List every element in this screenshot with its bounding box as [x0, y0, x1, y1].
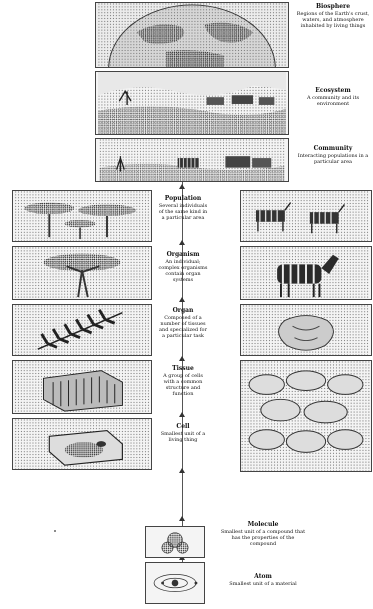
population-trees-panel	[12, 190, 152, 242]
biosphere-title: Biosphere	[294, 4, 372, 10]
acacia-trees-illustration	[13, 191, 151, 241]
arrow-icon	[179, 297, 185, 302]
organism-tree-panel	[12, 246, 152, 300]
molecule-illustration	[146, 527, 204, 557]
plant-tissue-illustration	[13, 361, 151, 413]
biosphere-panel	[95, 2, 289, 68]
atom-label: Atom Smallest unit of a material	[218, 574, 308, 587]
earth-globe-illustration	[96, 3, 288, 67]
stray-mark	[54, 530, 56, 532]
tissue-panel	[12, 360, 152, 414]
population-zebras-panel	[240, 190, 372, 242]
zebra-herd-illustration	[241, 191, 371, 241]
ecosystem-label: Ecosystem A community and its environmen…	[294, 88, 372, 107]
tissue-label: Tissue A group of cells with a common st…	[158, 366, 208, 397]
organ-desc: Composed of a number of tissues and spec…	[158, 315, 208, 339]
organism-label: Organism An individual; complex organism…	[158, 252, 208, 283]
savanna-ecosystem-illustration	[96, 72, 288, 134]
cell-label: Cell Smallest unit of a living thing	[158, 424, 208, 443]
population-label: Population Several individuals of the sa…	[158, 196, 208, 221]
cell-panel	[12, 418, 152, 470]
organ-leaf-panel	[12, 304, 152, 356]
tissue-title: Tissue	[158, 366, 208, 372]
ecosystem-title: Ecosystem	[294, 88, 372, 94]
organism-title: Organism	[158, 252, 208, 258]
cell-title: Cell	[158, 424, 208, 430]
cell-desc: Smallest unit of a living thing	[158, 431, 208, 443]
ecosystem-panel	[95, 71, 289, 135]
zebra-illustration	[241, 247, 371, 299]
arrow-icon	[179, 184, 185, 189]
arrow-icon	[179, 412, 185, 417]
community-label: Community Interacting populations in a p…	[294, 146, 372, 165]
molecule-desc: Smallest unit of a compound that has the…	[218, 529, 308, 547]
ecosystem-desc: A community and its environment	[294, 95, 372, 107]
molecule-title: Molecule	[218, 522, 308, 528]
organ-label: Organ Composed of a number of tissues an…	[158, 308, 208, 339]
biosphere-label: Biosphere Regions of the Earth's crust, …	[294, 4, 372, 29]
savanna-community-illustration	[96, 139, 288, 181]
biosphere-desc: Regions of the Earth's crust, waters, an…	[294, 11, 372, 29]
population-desc: Several individuals of the same kind in …	[158, 203, 208, 221]
arrow-icon	[179, 356, 185, 361]
community-panel	[95, 138, 289, 182]
muscle-tissue-illustration	[241, 361, 371, 471]
atom-panel	[145, 562, 205, 604]
tissue-desc: A group of cells with a common structure…	[158, 373, 208, 397]
atom-illustration	[146, 563, 204, 603]
compound-leaf-illustration	[13, 305, 151, 355]
acacia-tree-illustration	[13, 247, 151, 299]
community-title: Community	[294, 146, 372, 152]
community-desc: Interacting populations in a particular …	[294, 153, 372, 165]
arrow-icon	[179, 468, 185, 473]
atom-desc: Smallest unit of a material	[218, 581, 308, 587]
tissue-muscle-panel	[240, 360, 372, 472]
population-title: Population	[158, 196, 208, 202]
molecule-label: Molecule Smallest unit of a compound tha…	[218, 522, 308, 547]
plant-cell-illustration	[13, 419, 151, 469]
organ-title: Organ	[158, 308, 208, 314]
heart-organ-illustration	[241, 305, 371, 355]
molecule-panel	[145, 526, 205, 558]
organism-zebra-panel	[240, 246, 372, 300]
arrow-icon	[179, 240, 185, 245]
atom-title: Atom	[218, 574, 308, 580]
organ-heart-panel	[240, 304, 372, 356]
organism-desc: An individual; complex organisms contain…	[158, 259, 208, 283]
arrow-icon	[179, 516, 185, 521]
